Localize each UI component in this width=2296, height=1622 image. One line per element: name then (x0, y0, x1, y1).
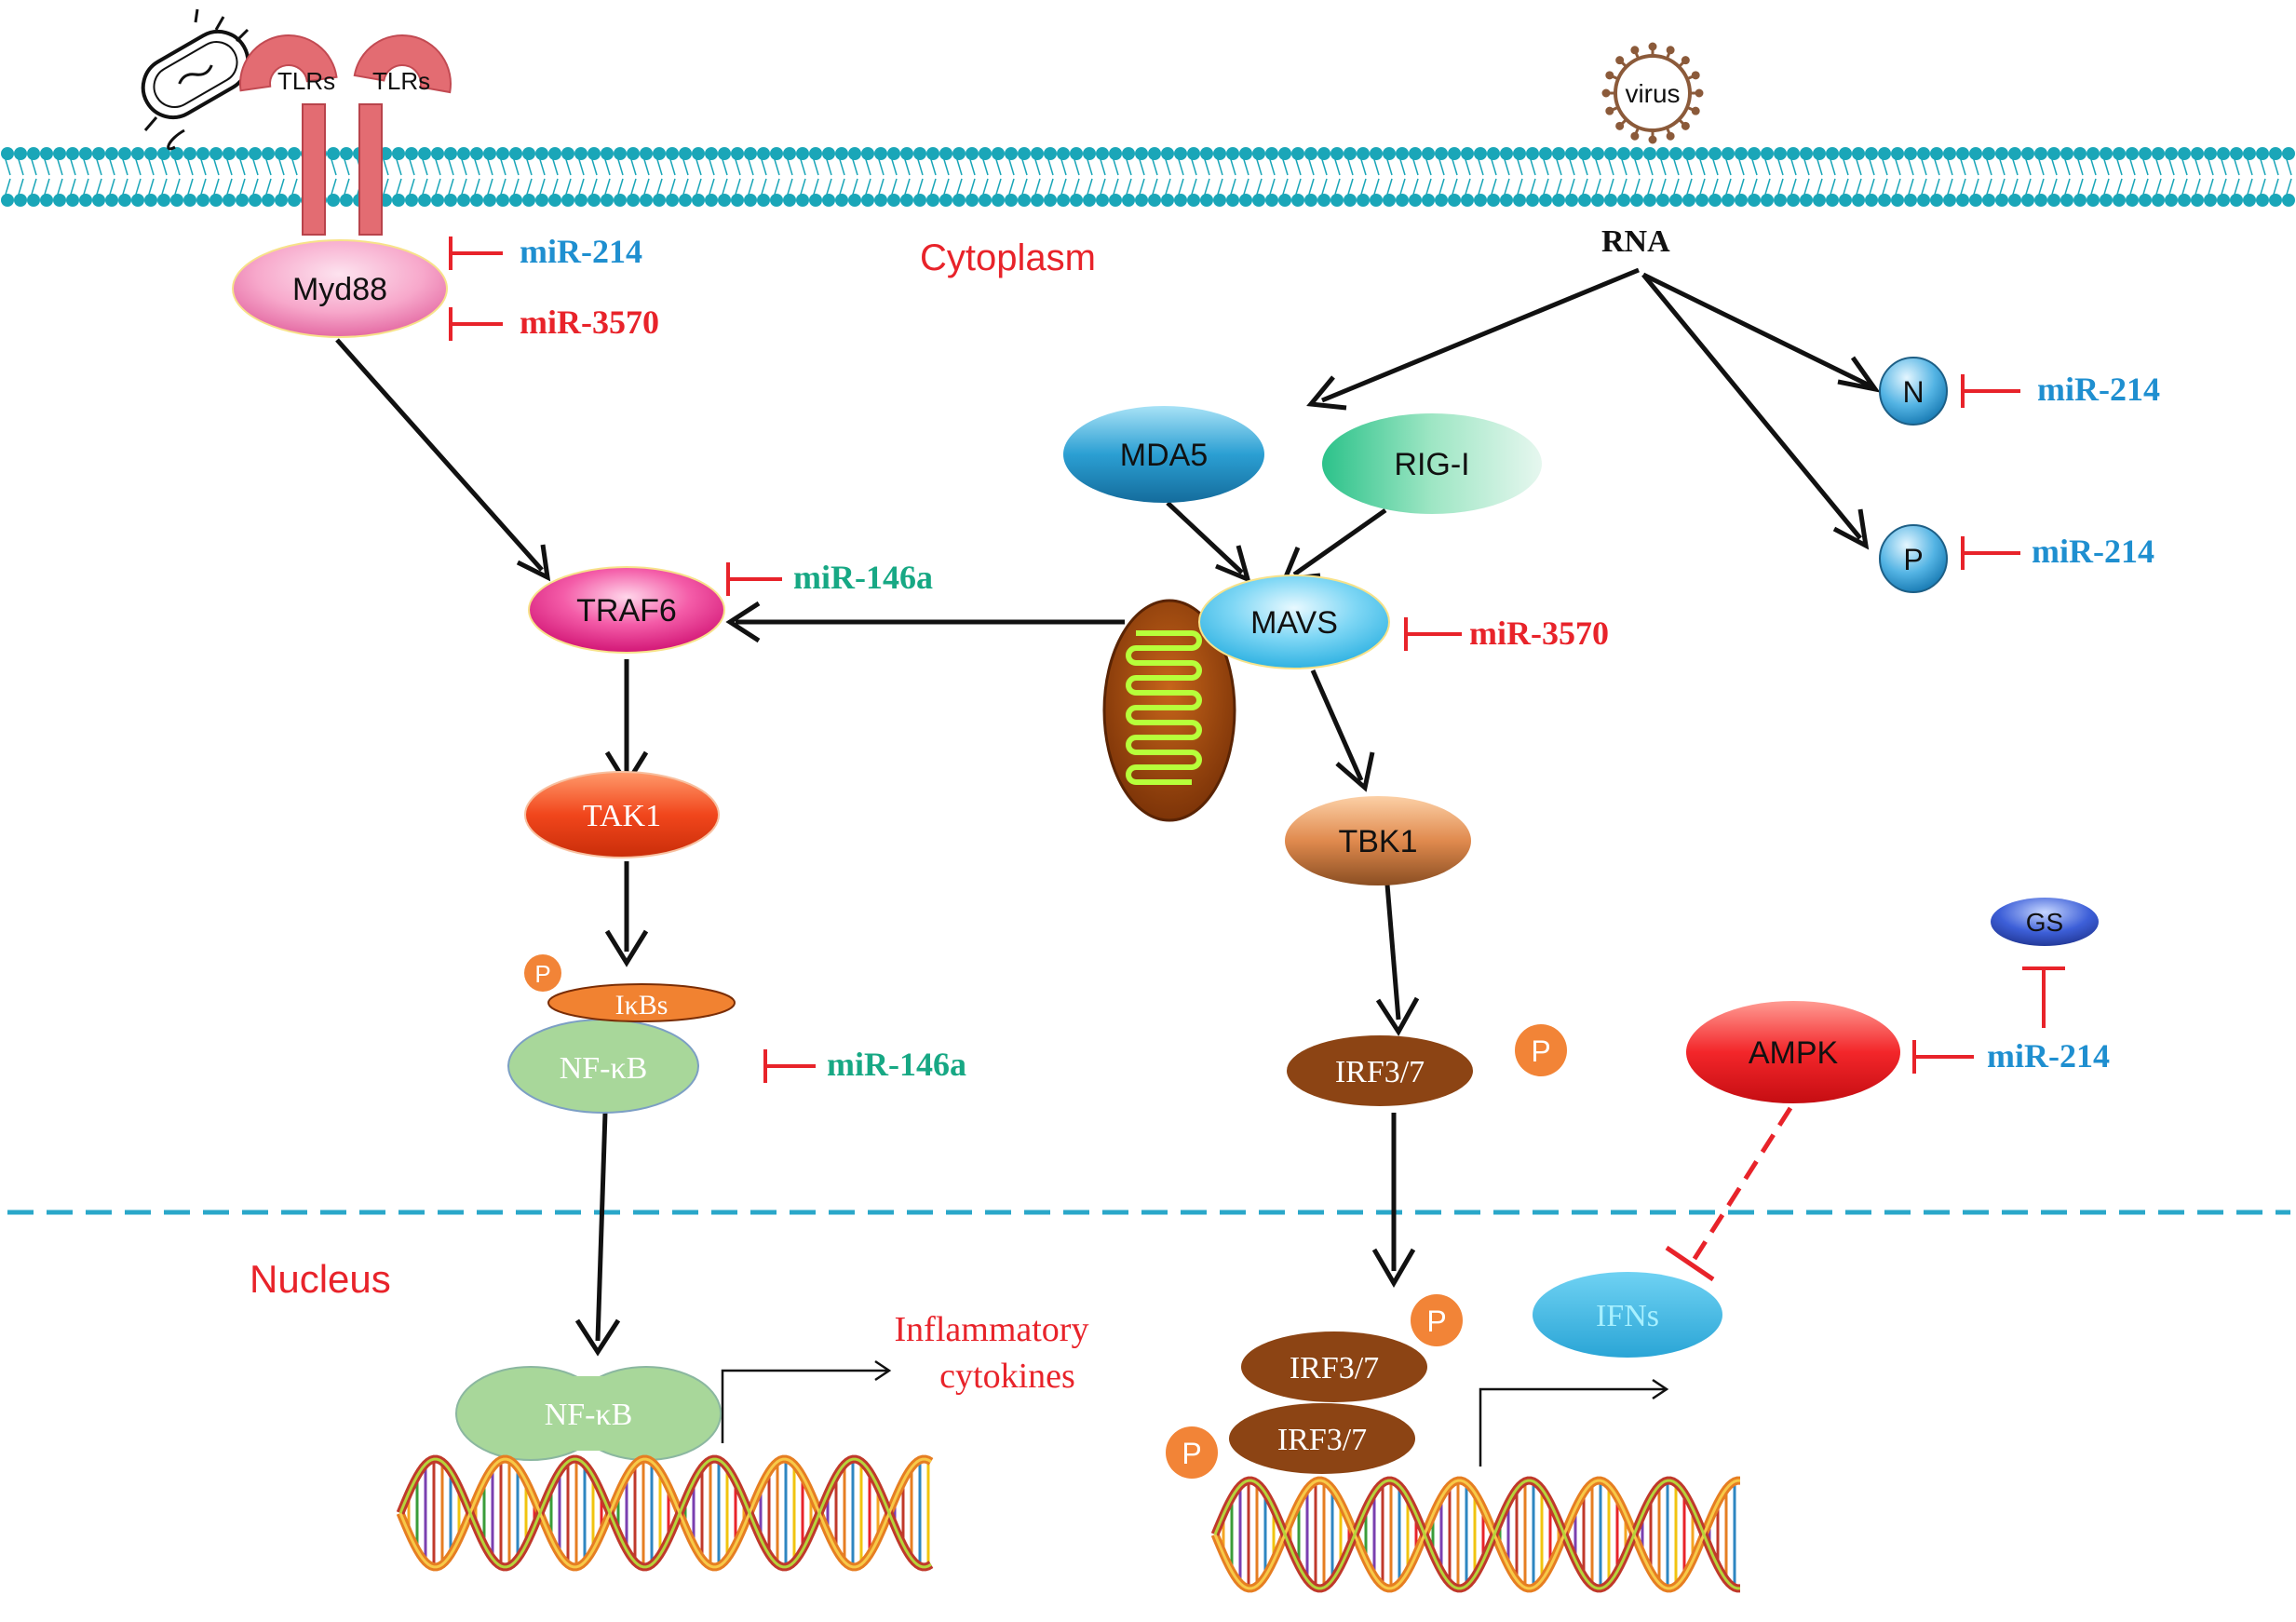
mir-ampk: miR-214 (1987, 1037, 2110, 1075)
ikbs-label: IκBs (615, 990, 669, 1021)
mavs-label: MAVS (1250, 605, 1338, 641)
tak1-label: TAK1 (583, 799, 661, 833)
mir-p-protein: miR-214 (2032, 533, 2154, 570)
nfkb-cyto-label: NF-κB (560, 1051, 648, 1086)
p-protein-node: P (1879, 524, 1948, 593)
phospho-irf-top-label: P (1426, 1304, 1446, 1338)
tak1-node: TAK1 (524, 771, 720, 858)
mir-myd88-b: miR-3570 (520, 304, 659, 341)
transcription-arrows (721, 1359, 1669, 1467)
gs-node: GS (1991, 898, 2099, 946)
p-protein-label: P (1903, 543, 1923, 576)
ifns-node: IFNs (1533, 1272, 1722, 1358)
traf6-node: TRAF6 (528, 566, 725, 654)
mavs-node: MAVS (1198, 574, 1390, 669)
mitochondrion-icon (1102, 599, 1236, 822)
nucleus-label: Nucleus (250, 1257, 391, 1301)
ifns-label: IFNs (1596, 1299, 1659, 1333)
gs-label: GS (2026, 908, 2063, 937)
irf37-cyto-node: IRF3/7 P (1287, 1024, 1567, 1106)
irf37-nuc-top-label: IRF3/7 (1290, 1351, 1379, 1385)
virus-label: virus (1625, 79, 1680, 108)
irf37-nuc-bottom-label: IRF3/7 (1277, 1423, 1367, 1457)
myd88-label: Myd88 (292, 272, 387, 307)
cytoplasm-label: Cytoplasm (920, 237, 1096, 278)
tbk1-label: TBK1 (1338, 824, 1417, 859)
phospho-irf-cyto-label: P (1531, 1034, 1550, 1068)
mda5-node: MDA5 (1063, 406, 1264, 503)
irf37-cyto-label: IRF3/7 (1335, 1055, 1425, 1089)
tlr-label-right: TLRs (372, 67, 430, 95)
tbk1-node: TBK1 (1285, 796, 1471, 885)
mir-nfkb: miR-146a (827, 1046, 966, 1083)
rigi-node: RIG-I (1322, 413, 1542, 514)
dna-helix-left (396, 1454, 934, 1572)
n-protein-node: N (1879, 357, 1948, 426)
phospho-ikb-label: P (534, 960, 550, 988)
ampk-label: AMPK (1749, 1035, 1839, 1071)
mir-mavs: miR-3570 (1469, 615, 1609, 652)
mir-traf6: miR-146a (793, 559, 933, 596)
inflammatory-label-1: Inflammatory (895, 1310, 1089, 1349)
ampk-node: AMPK (1686, 1001, 1900, 1103)
mda5-label: MDA5 (1120, 438, 1208, 473)
mir-myd88-a: miR-214 (520, 233, 642, 270)
cell-membrane (0, 147, 2296, 207)
dna-helix-right (1210, 1476, 1740, 1593)
mir-n-protein: miR-214 (2037, 371, 2160, 408)
tlr-receptor-right: TLRs (353, 34, 452, 236)
nfkb-ikb-complex: IκBs NF-κB P (507, 954, 736, 1114)
ampk-ifn-inhibition (1665, 1106, 1793, 1282)
nfkb-nucleus-node: NF-κB (455, 1366, 722, 1461)
mirna-inhibitions (449, 237, 2065, 1083)
phospho-irf-bottom-label: P (1182, 1437, 1201, 1470)
inflammatory-label-2: cytokines (939, 1357, 1075, 1396)
tlr-receptor-left: TLRs (239, 34, 338, 236)
activation-arrows (335, 267, 1881, 1357)
phospho-irf-bottom (1166, 1426, 1218, 1479)
phospho-ikb (524, 954, 561, 992)
nfkb-nuc-label: NF-κB (545, 1398, 633, 1432)
rigi-label: RIG-I (1394, 447, 1469, 482)
bacterium-icon (141, 8, 250, 151)
myd88-node: Myd88 (232, 239, 448, 338)
tlr-label-left: TLRs (277, 67, 335, 95)
n-protein-label: N (1902, 375, 1924, 409)
phospho-irf-top (1411, 1294, 1463, 1346)
irf37-dimer-nucleus: IRF3/7 IRF3/7 P P (1166, 1294, 1463, 1479)
phospho-irf-cyto (1515, 1024, 1567, 1076)
traf6-label: TRAF6 (576, 593, 677, 629)
virus-icon: virus (1601, 42, 1704, 144)
rna-label: RNA (1601, 224, 1670, 259)
